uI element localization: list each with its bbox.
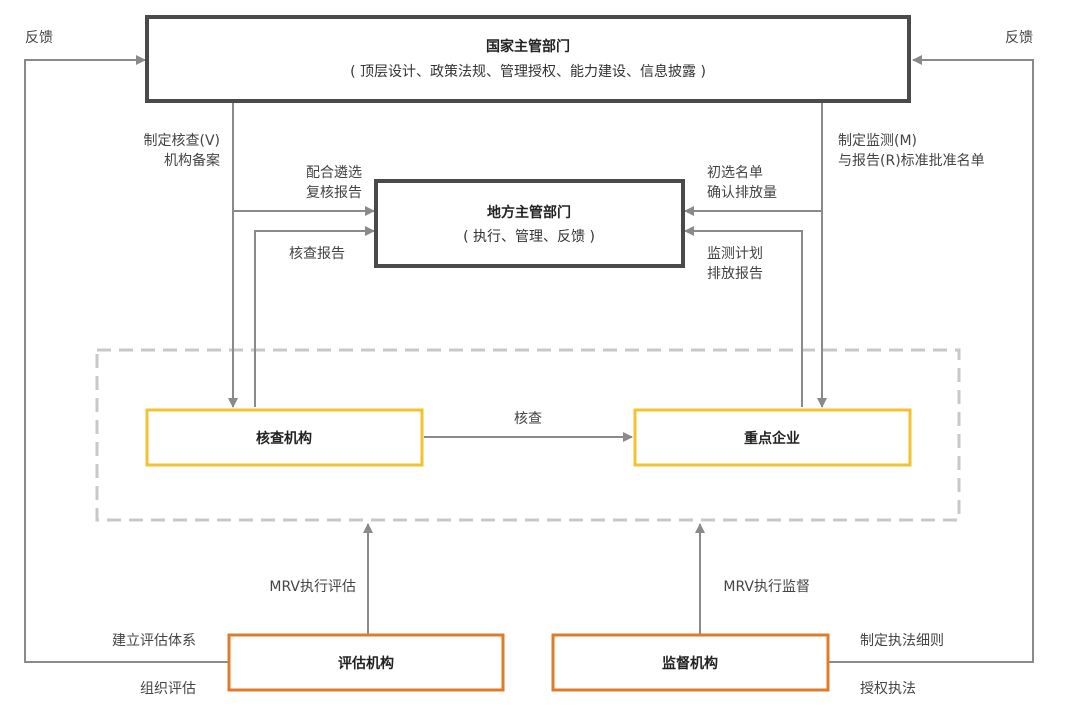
local-authority-title: 地方主管部门 [487, 204, 571, 221]
evaluator-title: 评估机构 [338, 655, 394, 672]
national-authority-subtitle: ( 顶层设计、政策法规、管理授权、能力建设、信息披露 ) [350, 63, 706, 80]
national-to-enterprise-label-2: 与报告(R)标准批准名单 [838, 153, 985, 169]
dashed-region [95, 348, 961, 522]
local-authority-box: 地方主管部门 ( 执行、管理、反馈 ) [374, 179, 685, 268]
national-to-verifier-label-2: 机构备案 [164, 152, 220, 169]
feedback-right-label: 反馈 [1005, 30, 1033, 46]
supervisor-box: 监督机构 [551, 633, 830, 692]
make-rules-label: 制定执法细则 [860, 633, 944, 649]
national-to-verifier-label-1: 制定核查(V) [143, 133, 220, 149]
feedback-left-label: 反馈 [25, 30, 53, 46]
enterprise-title: 重点企业 [744, 430, 800, 447]
verifier-to-local-label-b: 核查报告 [289, 246, 345, 262]
verifier-box: 核查机构 [145, 408, 424, 467]
organize-eval-label: 组织评估 [140, 681, 196, 697]
mrv-evaluate-label: MRV执行评估 [269, 579, 356, 595]
enterprise-plan-to-local-connector [684, 226, 803, 407]
enterprise-to-local-label-a2: 确认排放量 [707, 185, 777, 201]
build-eval-system-label: 建立评估体系 [112, 633, 196, 649]
feedback-right-connector [828, 55, 1034, 663]
enterprise-to-local-label-b2: 排放报告 [707, 266, 763, 282]
enterprise-to-local-label-a1: 初选名单 [707, 164, 763, 181]
feedback-left-connector [24, 55, 230, 663]
national-to-enterprise-label-1: 制定监测(M) [838, 133, 917, 149]
mrv-supervise-label: MRV执行监督 [723, 579, 810, 595]
verifier-title: 核查机构 [256, 430, 312, 447]
enterprise-to-local-label-b1: 监测计划 [707, 246, 763, 262]
local-authority-subtitle: ( 执行、管理、反馈 ) [463, 229, 595, 245]
verifier-to-local-label-a1: 配合遴选 [306, 165, 362, 181]
enterprise-box: 重点企业 [633, 408, 912, 467]
supervisor-title: 监督机构 [662, 655, 718, 672]
national-authority-title: 国家主管部门 [486, 38, 570, 55]
verifier-report-to-local-connector [254, 226, 375, 407]
verifier-to-local-label-a2: 复核报告 [306, 184, 362, 201]
authorize-enforcement-label: 授权执法 [860, 681, 916, 697]
national-authority-box: 国家主管部门 ( 顶层设计、政策法规、管理授权、能力建设、信息披露 ) [145, 15, 911, 103]
verify-label: 核查 [514, 411, 542, 427]
evaluator-box: 评估机构 [227, 633, 505, 692]
